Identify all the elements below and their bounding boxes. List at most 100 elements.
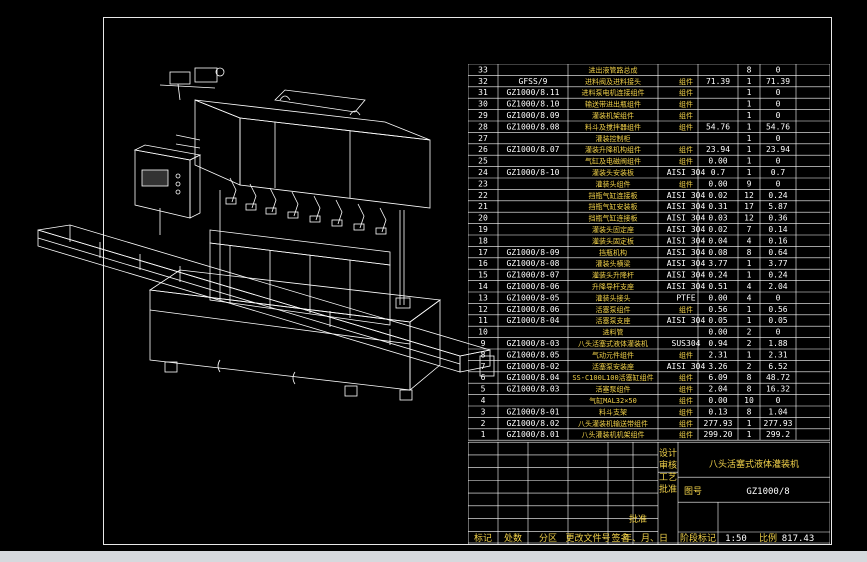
bom-cell-no: 12	[478, 305, 488, 314]
bom-cell-code: GZ1000/8-08	[507, 259, 560, 268]
bom-cell-total: 71.39	[766, 77, 790, 86]
bom-cell-code: GZ1000/8.03	[507, 385, 560, 394]
bom-cell-total: 0	[776, 179, 781, 188]
bom-cell-total: 0	[776, 65, 781, 74]
bom-cell-unit: 0.05	[708, 316, 727, 325]
bom-cell-material: 组件	[679, 145, 693, 154]
drawing-no-label: 图号	[684, 486, 702, 497]
bom-cell-qty: 1	[747, 145, 752, 154]
bom-cell-name: 灌装升降机构组件	[585, 145, 641, 154]
bom-cell-no: 14	[478, 282, 488, 291]
bom-cell-name: 气动元件组件	[592, 350, 634, 359]
approve-label: 批准	[629, 513, 647, 525]
bom-cell-total: 299.2	[766, 430, 790, 439]
bom-cell-code: GZ1000/8.09	[507, 111, 560, 120]
bom-cell-total: 48.72	[766, 373, 790, 382]
bom-cell-no: 18	[478, 236, 488, 245]
bom-cell-qty: 12	[744, 191, 754, 200]
hopper-handle-icon	[279, 95, 291, 101]
bom-cell-material: AISI 304	[667, 271, 706, 280]
bom-cell-no: 24	[478, 168, 488, 177]
bom-cell-qty: 1	[747, 316, 752, 325]
title-block-mid-label: 设计	[659, 447, 677, 459]
bom-cell-unit: 71.39	[706, 77, 730, 86]
bom-cell-no: 26	[478, 145, 488, 154]
bom-cell-total: 1.04	[768, 407, 787, 416]
bom-cell-total: 0.56	[768, 305, 787, 314]
machine-svg	[37, 67, 495, 401]
bom-cell-unit: 6.09	[708, 373, 727, 382]
bom-cell-no: 7	[481, 362, 486, 371]
bom-cell-total: 0	[776, 396, 781, 405]
bom-cell-qty: 1	[747, 77, 752, 86]
bom-cell-material: PTFE	[676, 293, 695, 302]
bom-cell-total: 0	[776, 157, 781, 166]
bom-cell-no: 20	[478, 214, 488, 223]
bom-cell-name: 活塞泵组件	[596, 385, 631, 394]
bom-cell-material: 组件	[679, 157, 693, 166]
bom-cell-qty: 8	[747, 248, 752, 257]
bom-cell-name: 活塞泵组件	[596, 305, 631, 314]
bom-cell-material: SUS304	[672, 339, 701, 348]
title-block-mid-label: 审核	[659, 459, 677, 471]
bom-cell-no: 16	[478, 259, 488, 268]
bom-cell-unit: 277.93	[704, 419, 733, 428]
stage-label: 阶段标记	[680, 532, 716, 544]
bom-cell-qty: 1	[747, 111, 752, 120]
bom-cell-no: 3	[481, 407, 486, 416]
bom-cell-name: 进料管	[603, 328, 624, 337]
bom-cell-total: 0.24	[768, 271, 787, 280]
bom-cell-no: 4	[481, 396, 486, 405]
bom-cell-qty: 12	[744, 214, 754, 223]
bom-cell-code: GZ1000/8-01	[507, 407, 560, 416]
bom-cell-no: 1	[481, 430, 486, 439]
bom-cell-total: 0.7	[771, 168, 786, 177]
bom-cell-no: 25	[478, 157, 488, 166]
bom-cell-name: 灌装头横梁	[596, 259, 631, 268]
bom-cell-code: GZ1000/8.01	[507, 430, 560, 439]
title-block-label: 处数	[504, 532, 522, 544]
bom-cell-unit: 0.04	[708, 236, 727, 245]
bom-cell-unit: 3.77	[708, 259, 727, 268]
bom-cell-name: 活塞泵安装座	[592, 362, 634, 371]
bom-cell-material: 组件	[679, 77, 693, 86]
bom-cell-unit: 0.94	[708, 339, 727, 348]
bom-cell-material: 组件	[679, 305, 693, 314]
bom-cell-qty: 8	[747, 65, 752, 74]
weight-value: 817.43	[782, 534, 815, 544]
bom-cell-total: 0.14	[768, 225, 787, 234]
bom-cell-total: 0.64	[768, 248, 787, 257]
bom-cell-total: 5.87	[768, 202, 787, 211]
bom-cell-name: 八头灌装机机架组件	[582, 430, 645, 439]
bom-cell-unit: 0.24	[708, 271, 727, 280]
bom-cell-unit: 0.00	[708, 157, 727, 166]
bom-cell-material: 组件	[679, 373, 693, 382]
drawing-no: GZ1000/8	[746, 487, 789, 497]
bom-cell-unit: 0.00	[708, 179, 727, 188]
bom-cell-qty: 1	[747, 419, 752, 428]
inlet-pipes	[159, 67, 225, 149]
bom-cell-total: 16.32	[766, 385, 790, 394]
bom-cell-qty: 1	[747, 88, 752, 97]
bom-cell-qty: 1	[747, 305, 752, 314]
conveyor-belt	[37, 224, 495, 377]
bom-cell-qty: 2	[747, 328, 752, 337]
bom-cell-material: 组件	[679, 407, 693, 416]
bom-cell-unit: 0.00	[708, 328, 727, 337]
bom-cell-qty: 1	[747, 100, 752, 109]
bom-cell-unit: 299.20	[704, 430, 733, 439]
drawing-title: 八头活塞式液体灌装机	[709, 458, 799, 470]
bom-cell-code: GZ1000/8.04	[507, 373, 560, 382]
bom-cell-name: 输送带进出瓶组件	[585, 100, 641, 109]
bom-cell-name: 八头活塞式液体灌装机	[578, 339, 648, 348]
bom-cell-unit: 0.03	[708, 214, 727, 223]
bom-cell-unit: 0.56	[708, 305, 727, 314]
bom-cell-no: 8	[481, 350, 486, 359]
bom-cell-total: 0.36	[768, 214, 787, 223]
bom-cell-name: 进出液管路总成	[589, 65, 638, 74]
bom-cell-material: AISI 304	[667, 316, 706, 325]
bom-cell-qty: 4	[747, 293, 752, 302]
bom-cell-code: GZ1000/8-07	[507, 271, 560, 280]
bom-cell-qty: 1	[747, 271, 752, 280]
